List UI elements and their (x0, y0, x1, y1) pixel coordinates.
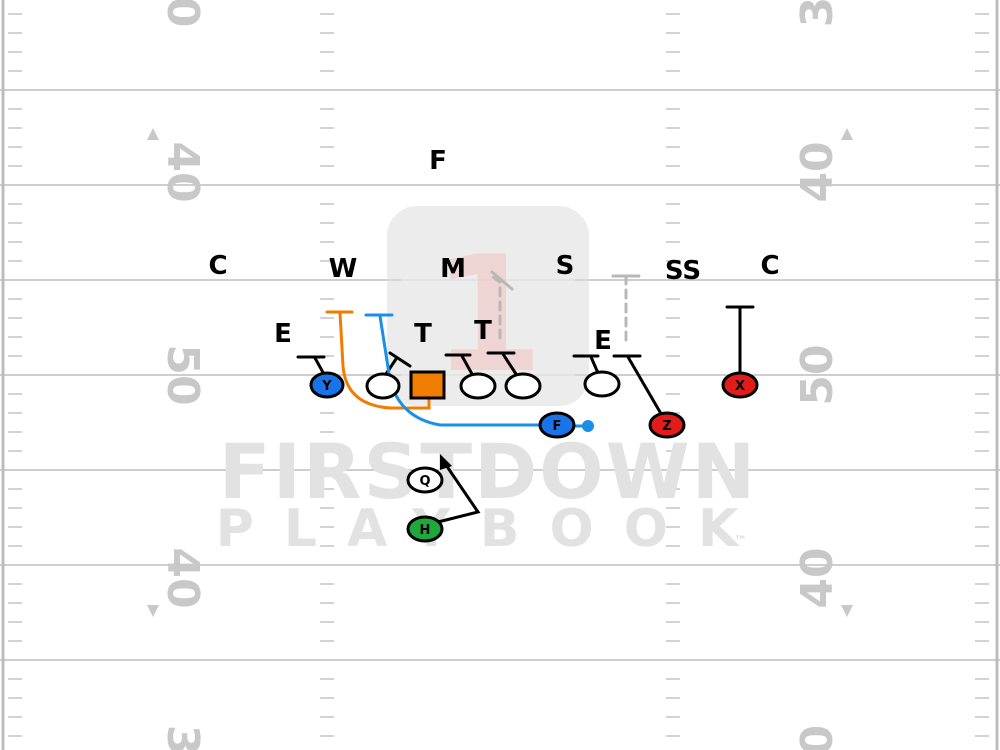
yard-number: 50 (792, 344, 843, 405)
skill-players: Y F Z X Q H (309, 371, 759, 543)
lineman-right-guard (459, 372, 497, 400)
block-cap (388, 351, 412, 368)
block-line (460, 354, 474, 376)
defender-tackle-left: T (414, 319, 432, 349)
defender-end-right: E (594, 326, 612, 356)
routes (296, 270, 755, 524)
arrowhead-icon (440, 454, 452, 470)
defender-corner-left: C (208, 251, 227, 281)
watermark-subtitle: PLAYBOOK (216, 499, 769, 559)
defender-strong-safety: SS (665, 256, 701, 286)
yard-number: 0 (157, 0, 208, 27)
player-z: Z (648, 411, 686, 439)
block-line (501, 352, 518, 376)
yard-numbers-right: 3 40 50 40 0 (792, 0, 853, 750)
yard-number: 3 (792, 0, 843, 27)
lineman-right-tackle (504, 372, 542, 400)
yard-number: 3 (157, 725, 208, 750)
yard-number: 50 (157, 344, 208, 405)
player-f-label: F (553, 419, 562, 434)
yard-number: 0 (792, 725, 843, 750)
defender-will: W (329, 254, 358, 284)
defender-corner-right: C (760, 251, 779, 281)
option-route-dashed (488, 273, 502, 340)
yard-numbers-left: 0 40 50 40 3 (147, 0, 208, 750)
player-q-marker (406, 466, 444, 494)
player-f: F (538, 411, 576, 439)
yard-number: 40 (792, 547, 843, 608)
tight-end-right (583, 370, 621, 398)
defender-free-safety: F (429, 146, 447, 176)
player-h-marker (406, 515, 444, 543)
yard-number: 40 (157, 141, 208, 202)
defender-mike: M (440, 254, 466, 284)
player-x-marker (721, 371, 759, 399)
motion-dot-icon (582, 420, 594, 432)
watermark-logo-inner (401, 220, 575, 392)
player-x-label: X (735, 379, 745, 394)
option-route-cap (490, 270, 514, 291)
player-h-label: H (420, 523, 431, 538)
yard-number: 40 (792, 141, 843, 202)
defender-sam: S (556, 251, 575, 281)
player-y-marker (309, 371, 345, 399)
player-q: Q (406, 466, 444, 494)
watermark: 1 FIRSTDOWN PLAYBOOK ™ (216, 206, 769, 559)
h-route (436, 463, 481, 524)
direction-arrow-icon (147, 605, 159, 617)
player-f-marker (538, 411, 576, 439)
player-x: X (721, 371, 759, 399)
watermark-trademark: ™ (734, 534, 747, 549)
center-pull-route (338, 311, 431, 410)
player-y: Y (309, 371, 345, 399)
lineman-left-tackle (365, 372, 401, 400)
player-q-label: Q (419, 474, 430, 489)
hash-marks (8, 13, 989, 737)
z-route (626, 355, 662, 414)
defense: F C W M S SS C E T T E (208, 146, 779, 356)
offensive-line (365, 370, 621, 400)
direction-arrow-icon (841, 605, 853, 617)
block-line (589, 355, 600, 375)
lineman-center (409, 370, 446, 400)
player-z-label: Z (662, 419, 671, 434)
player-h: H (406, 515, 444, 543)
defender-tackle-right: T (474, 316, 492, 346)
defender-end-left: E (274, 319, 292, 349)
player-y-label: Y (321, 379, 332, 394)
player-z-marker (648, 411, 686, 439)
yard-number: 40 (157, 547, 208, 608)
direction-arrow-icon (147, 128, 159, 140)
direction-arrow-icon (841, 128, 853, 140)
watermark-title: FIRSTDOWN (219, 427, 757, 516)
